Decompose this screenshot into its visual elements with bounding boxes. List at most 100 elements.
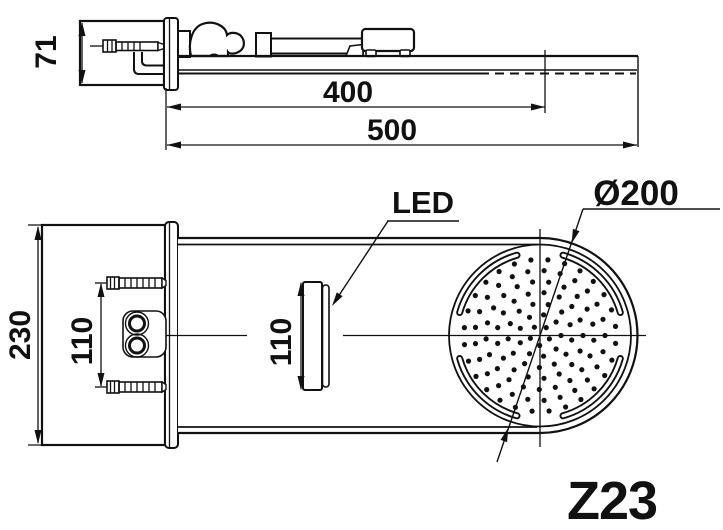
nozzle-dot — [577, 268, 583, 274]
nozzle-dot — [477, 356, 483, 362]
nozzle-dot — [530, 279, 536, 285]
nozzle-dot — [563, 351, 569, 357]
nozzle-dot — [477, 309, 483, 315]
nozzle-dot — [511, 261, 517, 267]
nozzle-dot — [472, 292, 478, 299]
nozzle-dot — [461, 325, 467, 331]
dim-led-length-label: 110 — [265, 318, 298, 366]
fixing-screw-side — [102, 39, 165, 53]
nozzle-dot — [495, 340, 501, 346]
nozzle-dot — [600, 316, 606, 322]
dim-bracket-height: 71 — [30, 22, 86, 84]
nozzle-dot — [496, 268, 502, 275]
arm-profile — [178, 54, 639, 147]
nozzle-dot — [472, 341, 479, 347]
nozzle-dots — [461, 257, 619, 414]
dim-plate-height-label: 230 — [4, 310, 37, 360]
dim-plate-height: 230 — [4, 224, 48, 446]
nozzle-dot — [594, 364, 600, 370]
nozzle-dot — [517, 340, 523, 346]
nozzle-dot — [556, 371, 562, 377]
dim-total-projection-label: 500 — [367, 114, 417, 147]
nozzle-dot — [465, 308, 471, 314]
diameter-callout: Ø200 — [496, 174, 720, 463]
nozzle-dot — [561, 284, 567, 290]
nozzle-dot — [484, 294, 490, 300]
nozzle-dot — [525, 291, 531, 297]
nozzle-dot — [546, 336, 553, 342]
nozzle-dot — [472, 324, 479, 330]
nozzle-dot — [567, 377, 573, 384]
nozzle-dot — [531, 324, 538, 330]
nozzle-dot — [497, 397, 503, 403]
nozzle-dot — [602, 372, 608, 379]
nozzle-dot — [608, 307, 615, 313]
nozzle-dot — [563, 404, 569, 410]
nozzle-dot — [525, 269, 531, 275]
nozzle-dot — [545, 257, 551, 263]
nozzle-dot — [536, 386, 542, 393]
centerlines — [162, 229, 646, 447]
arm-connector — [255, 32, 272, 58]
junction-box — [360, 27, 416, 53]
nozzle-dot — [484, 387, 490, 393]
nozzle-dot — [484, 371, 490, 377]
wall-plate-edge — [163, 17, 179, 91]
nozzle-dot — [530, 301, 536, 307]
nozzle-dot — [501, 292, 507, 299]
nozzle-dot — [590, 321, 596, 327]
nozzle-dot — [577, 348, 583, 354]
nozzle-dot — [507, 321, 513, 327]
nozzle-dot — [491, 305, 497, 311]
nozzle-dot — [613, 340, 619, 346]
plan-view: 230 110 110 LED — [4, 174, 720, 463]
nozzle-dot — [553, 346, 559, 352]
nozzle-dot — [591, 386, 597, 392]
nozzle-dot — [567, 322, 573, 328]
dim-bracket-height-label: 71 — [30, 35, 63, 68]
dim-wall-to-center-label: 400 — [323, 76, 373, 109]
nozzle-dot — [511, 298, 517, 304]
nozzle-dot — [569, 361, 575, 368]
nozzle-dot — [546, 408, 552, 414]
model-code-label: Z23 — [567, 471, 657, 530]
diameter-callout-label: Ø200 — [593, 174, 679, 213]
nozzle-dot — [591, 337, 597, 343]
nozzle-dot — [500, 355, 506, 361]
nozzle-dot — [473, 373, 479, 379]
dim-wall-to-center: 400 — [167, 76, 545, 111]
nozzle-dot — [484, 320, 491, 326]
wall-bracket-outline — [78, 19, 166, 87]
nozzle-dot — [483, 279, 489, 285]
led-callout: LED — [332, 185, 459, 306]
nozzle-dot — [541, 375, 547, 381]
water-inlets — [122, 310, 167, 358]
nozzle-dot — [584, 306, 590, 312]
nozzle-dot — [510, 350, 516, 356]
nozzle-dot — [500, 310, 506, 316]
nozzle-dot — [572, 278, 578, 284]
nozzle-dot — [483, 336, 489, 342]
elbow-pipe-inner — [141, 52, 163, 67]
nozzle-dot — [577, 317, 583, 323]
nozzle-dot — [541, 290, 547, 296]
nozzle-dot — [569, 337, 575, 343]
nozzle-dot — [600, 349, 606, 355]
nozzle-dot — [522, 361, 528, 367]
nozzle-dot — [465, 358, 472, 364]
nozzle-dot — [601, 292, 607, 298]
elbow-pipe-outer — [133, 52, 163, 75]
nozzle-dot — [584, 288, 591, 294]
led-window — [302, 281, 330, 391]
nozzle-dot — [526, 314, 533, 320]
fixing-screw-bottom — [95, 380, 167, 394]
nozzle-dot — [541, 397, 547, 403]
nozzle-dot — [541, 353, 547, 359]
nozzle-dot — [578, 396, 584, 403]
spray-face-slots — [456, 251, 624, 420]
dim-screw-spacing: 110 — [66, 283, 105, 387]
nozzle-dot — [486, 352, 493, 358]
nozzle-dot — [546, 279, 552, 285]
